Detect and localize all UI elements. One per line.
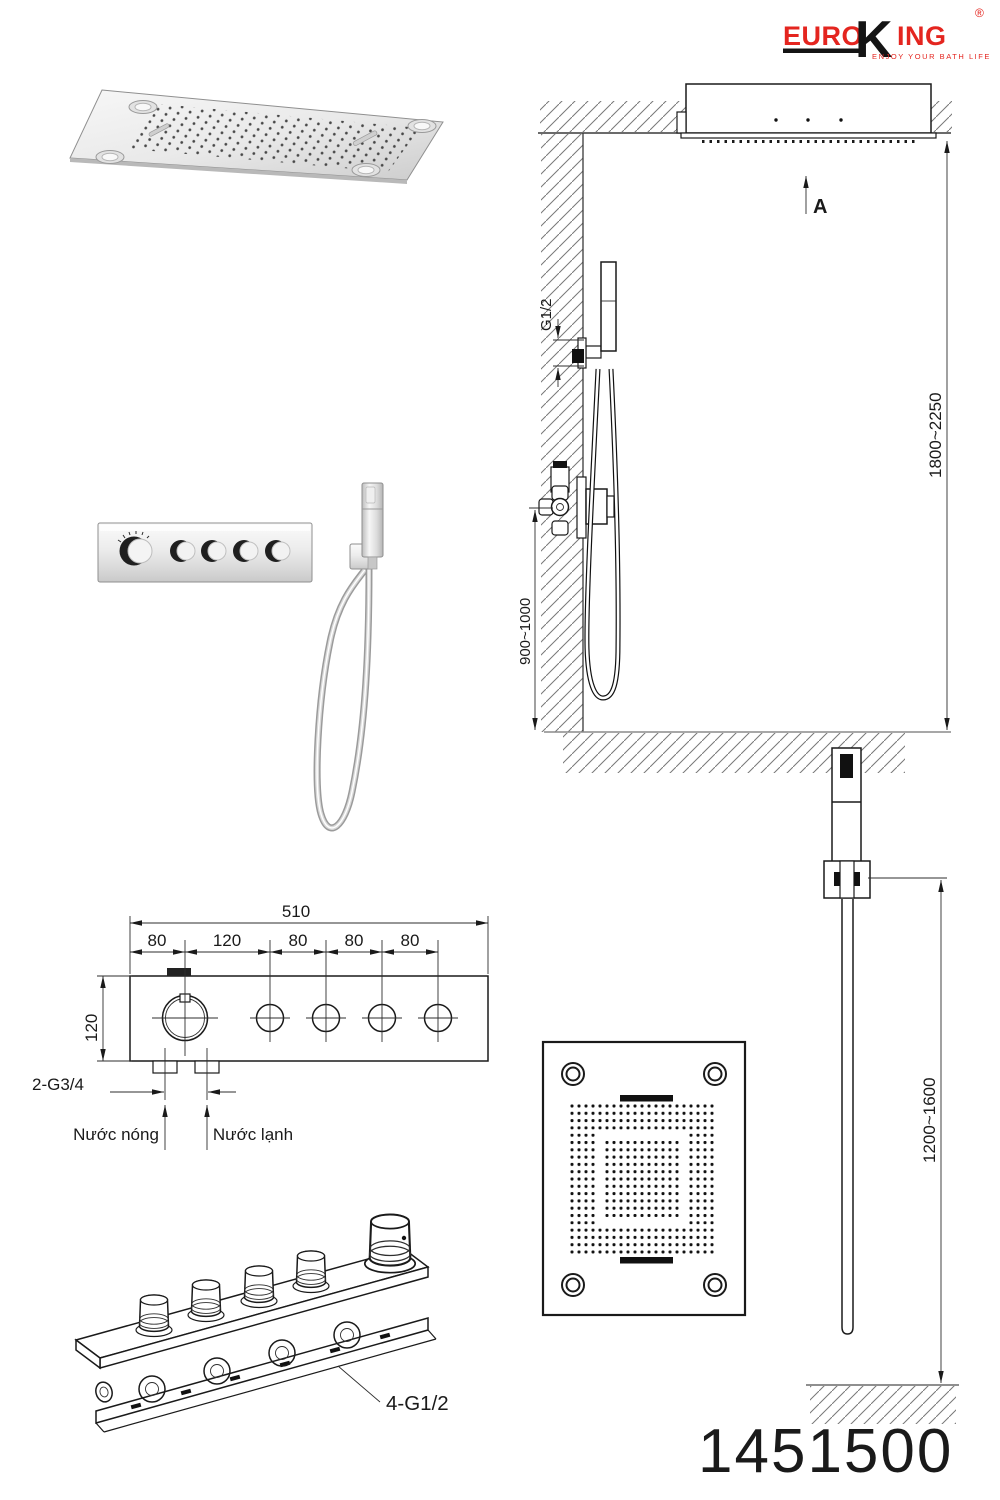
floor-hatch-2 [810, 1386, 956, 1424]
hose-highlight [316, 567, 370, 829]
wand-spray-face [840, 754, 853, 778]
function-knob-4 [265, 540, 291, 562]
ceiling-shower-photo [69, 89, 444, 184]
function-knob-1 [170, 540, 196, 562]
wall-bracket [823, 860, 871, 899]
panel-dimension-drawing: 510 80 120 80 80 80 120 [32, 902, 489, 1150]
rail-lower-edge [103, 1338, 437, 1433]
inlet-stubs: 2-G3/4 [32, 1048, 236, 1100]
logo-underline [783, 48, 862, 53]
segment-120: 120 [213, 931, 241, 950]
wall-handshower [572, 261, 617, 369]
plate-left [75, 1338, 101, 1370]
segment-dimensions: 80 120 80 80 80 [130, 931, 438, 955]
logo-registered-mark: ® [975, 6, 984, 20]
ceiling-hatch-right [931, 101, 952, 132]
dimension-510: 510 [129, 902, 489, 974]
handshower-height-drawing: 1200~1600 [806, 747, 959, 1424]
segment-80-3: 80 [345, 931, 364, 950]
valve-knobs [135, 1213, 417, 1338]
product-code: 1451500 [698, 1417, 953, 1486]
logo-tagline: ENJOY YOUR BATH LIFE [872, 52, 991, 61]
handshower-photo [313, 482, 384, 832]
dimension-1800-2250: 1800~2250 [926, 141, 950, 730]
hose-straight [841, 899, 854, 1335]
segment-80-4: 80 [401, 931, 420, 950]
wand-spray-face [365, 486, 376, 504]
dimension-120: 120 [82, 975, 132, 1062]
logo-ing-text: ING [897, 21, 947, 51]
waterfall-slot-top [620, 1095, 673, 1102]
function-knob-2 [201, 540, 227, 562]
valve-body-isometric: 4-G1/2 [74, 1213, 449, 1433]
dimension-1200-1600: 1200~1600 [868, 877, 947, 1383]
segment-80-1: 80 [148, 931, 167, 950]
outlet-thread-label: 4-G1/2 [386, 1392, 449, 1415]
panel-highlight [100, 525, 310, 531]
nozzle-dot-field [130, 104, 420, 172]
ceiling-shower-panel-edge [70, 158, 407, 184]
hose-loop [584, 368, 621, 701]
thermostat-stem [167, 968, 191, 976]
waterfall-slots [148, 123, 378, 146]
valve-ports [95, 1321, 361, 1403]
cold-water-label: Nước lạnh [213, 1125, 293, 1144]
valve-height-label: 900~1000 [517, 598, 534, 665]
thermostat-panel-photo [97, 522, 313, 583]
function-knob-3 [233, 540, 259, 562]
installation-side-view: A G1/2 [517, 83, 952, 773]
thermostat-circle [152, 940, 218, 1056]
wall-hatch [541, 134, 583, 732]
waterfall-slot-bottom [620, 1257, 673, 1264]
dimension-900-1000: 900~1000 [517, 507, 553, 730]
ceiling-height-label: 1800~2250 [926, 392, 945, 478]
section-label-a: A [813, 196, 827, 218]
inlet-thread-label: 2-G3/4 [32, 1075, 84, 1094]
logo-k-text: K [855, 11, 893, 69]
ceiling-hatch-left [540, 101, 686, 132]
total-width-label: 510 [282, 902, 310, 921]
showerhead-face-view [541, 1040, 747, 1317]
g12-label: G1/2 [538, 298, 555, 331]
segment-80-2: 80 [289, 931, 308, 950]
euroking-logo: EURO K ING ® ENJOY YOUR BATH LIFE [783, 6, 991, 69]
water-inlet-labels: Nước nóng Nước lạnh [73, 1105, 293, 1150]
dimension-g12: G1/2 [538, 298, 584, 387]
outlet-thread-callout: 4-G1/2 [337, 1365, 449, 1415]
thermostat-knob-large [117, 531, 153, 566]
hose-nut [367, 556, 378, 570]
handshower-height-label: 1200~1600 [920, 1077, 939, 1163]
panel-outline [129, 975, 489, 1062]
recessed-showerhead-section [676, 83, 937, 143]
panel-height-label: 120 [82, 1014, 101, 1042]
faceplate-led-spots [561, 1062, 727, 1297]
led-spot-lights [95, 100, 437, 177]
function-circles [250, 940, 458, 1042]
nozzle-grid [570, 1104, 714, 1254]
hot-water-label: Nước nóng [73, 1125, 159, 1144]
section-arrow-a: A [803, 176, 827, 218]
logo-euro-text: EURO [783, 21, 863, 51]
